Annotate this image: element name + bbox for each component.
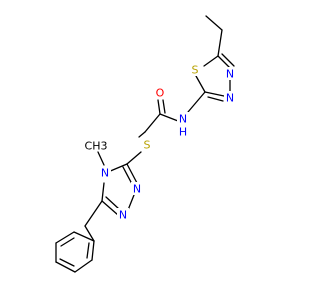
atom-n-triazole-3: N (131, 182, 143, 196)
phenyl-bond-5-inner (60, 237, 75, 247)
thiadiazole-n3-c2-double (207, 96, 224, 102)
atom-methyl: CH3 (85, 140, 108, 153)
atom-s-thiadiazole-label: S (192, 64, 199, 77)
atom-n-triazole-3-label: N (133, 183, 141, 196)
atom-n-triazole-4: N (99, 166, 111, 180)
triazole-c5-n3-double-a (126, 163, 138, 184)
carbonyl-to-ch2-bond (144, 113, 161, 133)
atom-n-thiadiazole-3: N (224, 91, 236, 105)
phenyl-bond-6 (73, 231, 95, 242)
triazole-n2-c3-double (105, 196, 120, 210)
triazole-c3-n4-bond (101, 182, 105, 202)
atom-methyl-label: CH3 (85, 140, 108, 153)
triazole-to-benzyl-ch2-bond (84, 200, 103, 227)
thiadiazole-n3-c2-bond (204, 91, 225, 97)
atom-s-thiadiazole: S (189, 63, 201, 77)
atom-n-thiadiazole-3-label: N (226, 92, 234, 105)
ethyl-terminal-bond (205, 15, 223, 31)
ethyl-ring-bond (217, 29, 223, 57)
atom-n-amide: N (177, 112, 189, 126)
thiadiazole-c2-s-bond (195, 75, 206, 93)
triazole-n2-c3-bond (101, 200, 119, 216)
atom-h-amide: H (177, 125, 189, 139)
thiadiazole-s-c5-bond (203, 55, 219, 67)
ring-to-amide-n-bond (187, 91, 206, 113)
thioether-to-triazole-bond (126, 151, 142, 165)
triazole-n3-n2-bond (127, 194, 135, 211)
n-methyl-bond (97, 151, 105, 166)
phenyl-bond-3 (55, 261, 76, 273)
triazole-c5-n3-double-b (122, 166, 133, 185)
triazole-c5-n4-bond (107, 163, 128, 173)
atom-n-thiadiazole-4: N (224, 67, 236, 81)
molecule-structure: S N N N H O S N N N CH3 (55, 15, 236, 273)
atom-o-carbonyl: O (154, 86, 166, 100)
atom-s-thioether: S (141, 138, 153, 152)
atom-n-thiadiazole-4-label: N (226, 68, 234, 81)
carbonyl-double-bond-b (162, 99, 166, 114)
phenyl-bond-1 (91, 240, 95, 261)
atom-n-triazole-4-label: N (101, 167, 109, 180)
atom-s-thioether-label: S (144, 139, 151, 152)
amide-n-to-carbonyl-bond (159, 113, 179, 122)
thiadiazole-c5-n4-double (221, 53, 235, 67)
phenyl-bond-1-inner (86, 242, 90, 259)
phenyl-bond-2 (74, 259, 93, 273)
benzyl-ch2-to-phenyl-bond (84, 225, 95, 242)
atom-h-amide-label: H (179, 126, 187, 139)
atom-n-amide-label: N (179, 113, 187, 126)
phenyl-bond-3-inner (59, 258, 75, 267)
atom-n-triazole-2-label: N (119, 209, 127, 222)
atom-n-triazole-2: N (117, 208, 129, 222)
atom-o-carbonyl-label: O (156, 87, 165, 100)
carbonyl-double-bond-a (157, 99, 161, 115)
phenyl-bond-5 (55, 231, 75, 244)
ch2-to-thioether-bond (138, 131, 146, 138)
